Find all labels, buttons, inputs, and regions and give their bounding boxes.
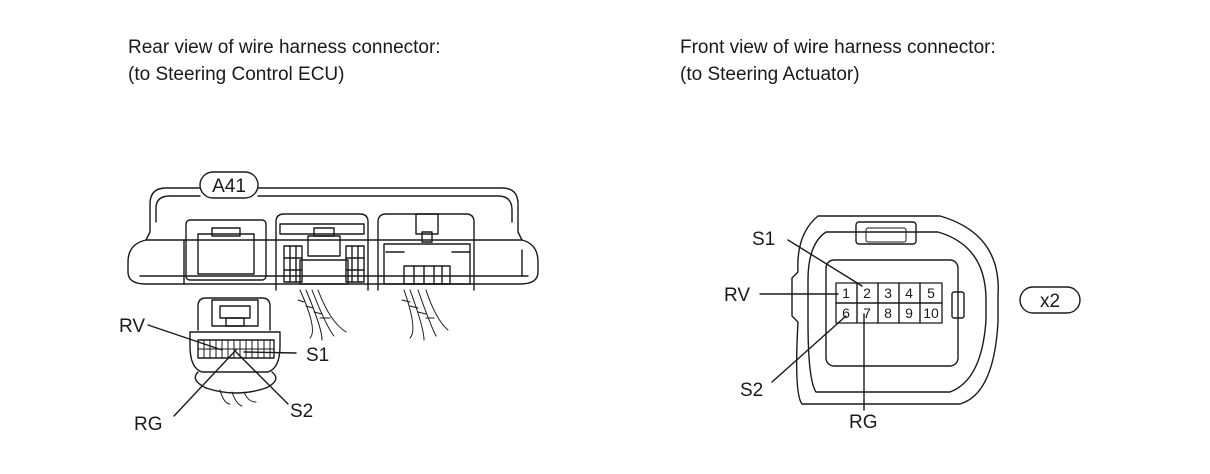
pin-label-4: 4 (905, 285, 913, 301)
leader-s1-left (243, 351, 297, 354)
ecu-plug (189, 297, 281, 407)
actuator-leader-lines (759, 239, 865, 411)
left-connector-tag: A41 (212, 176, 246, 197)
right-connector-tag: x2 (1040, 291, 1060, 312)
pin-label-5: 5 (927, 285, 935, 301)
actuator-housing-outer (791, 215, 999, 405)
leader-s2-right (771, 315, 847, 383)
ecu-header-3 (377, 213, 475, 291)
pin-label-3: 3 (884, 285, 892, 301)
actuator-pin-grid (835, 282, 943, 324)
pin-label-10: 10 (923, 305, 939, 321)
left-caption-line1: Rear view of wire harness connector: (128, 37, 441, 58)
ecu-header-1 (185, 219, 267, 281)
pin-label-9: 9 (905, 305, 913, 321)
left-label-s2: S2 (290, 401, 313, 422)
ecu-header-2 (275, 213, 369, 291)
right-label-rg: RG (849, 412, 878, 433)
right-label-rv: RV (724, 285, 750, 306)
pin-label-8: 8 (884, 305, 892, 321)
actuator-side-key (951, 291, 965, 319)
left-label-rv: RV (119, 316, 145, 337)
pin-label-6: 6 (842, 305, 850, 321)
left-label-s1: S1 (306, 345, 329, 366)
right-caption-line2: (to Steering Actuator) (680, 64, 860, 85)
right-label-s2: S2 (740, 380, 763, 401)
ecu-leader-lines (147, 324, 297, 417)
leader-s1-right (787, 239, 863, 287)
left-tag-frame (199, 171, 259, 199)
pin-label-1: 1 (842, 285, 850, 301)
ecu-connector-drawing: A41 (119, 171, 539, 435)
right-caption: Front view of wire harness connector: (t… (680, 34, 996, 88)
right-tag-frame (1019, 286, 1081, 314)
left-label-rg: RG (134, 414, 163, 435)
leader-rv-left (147, 324, 223, 351)
pin-label-7: 7 (863, 305, 871, 321)
right-caption-line1: Front view of wire harness connector: (680, 37, 996, 58)
left-caption: Rear view of wire harness connector: (to… (128, 34, 441, 88)
right-label-s1: S1 (752, 229, 775, 250)
left-caption-line2: (to Steering Control ECU) (128, 64, 345, 85)
actuator-latch (855, 221, 917, 245)
pin-label-2: 2 (863, 285, 871, 301)
leader-s2-left (235, 351, 289, 405)
actuator-pin-frame (825, 259, 959, 367)
ecu-wire-bundles (297, 289, 449, 341)
actuator-housing-inner (807, 231, 987, 393)
leader-rg-left (173, 349, 237, 417)
